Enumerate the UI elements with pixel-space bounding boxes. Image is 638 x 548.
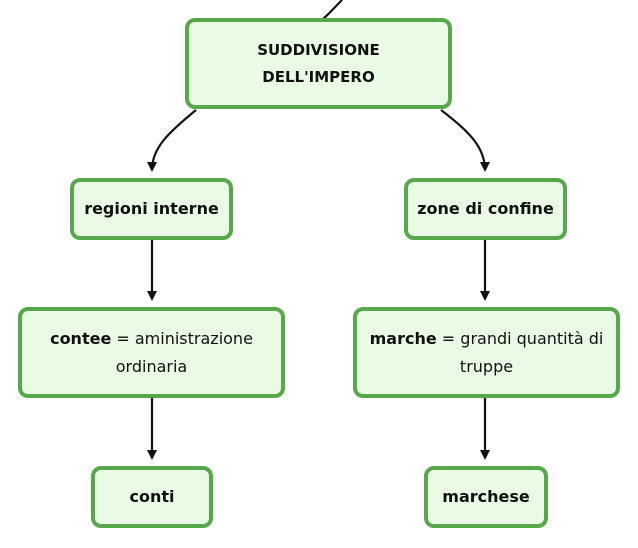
borders-node-label: zone di confine [417, 199, 554, 218]
marquis-node: marchese [424, 466, 548, 528]
root-node: SUDDIVISIONE DELL'IMPERO [185, 18, 452, 109]
root-to-regions-connector [147, 109, 197, 172]
regions-node: regioni interne [70, 178, 233, 240]
counts-node-label: conti [129, 487, 175, 506]
counts-node: conti [91, 466, 213, 528]
borders-node: zone di confine [404, 178, 567, 240]
marches-node: marche = grandi quantità di truppe [353, 307, 620, 398]
marches-node-text: marche = grandi quantità di truppe [357, 325, 616, 381]
root-to-borders-connector [440, 109, 490, 172]
counties-term: contee [50, 328, 112, 348]
marches-description: = grandi quantità di truppe [436, 328, 604, 376]
incoming-connector [322, 0, 343, 20]
counties-description: = aministrazione ordinaria [111, 328, 253, 376]
regions-node-label: regioni interne [84, 199, 219, 218]
counties-node-text: contee = aministrazione ordinaria [33, 325, 271, 381]
counties-node: contee = aministrazione ordinaria [18, 307, 285, 398]
root-node-label: SUDDIVISIONE DELL'IMPERO [257, 40, 380, 86]
marches-term: marche [369, 328, 437, 348]
marquis-node-label: marchese [442, 487, 530, 506]
